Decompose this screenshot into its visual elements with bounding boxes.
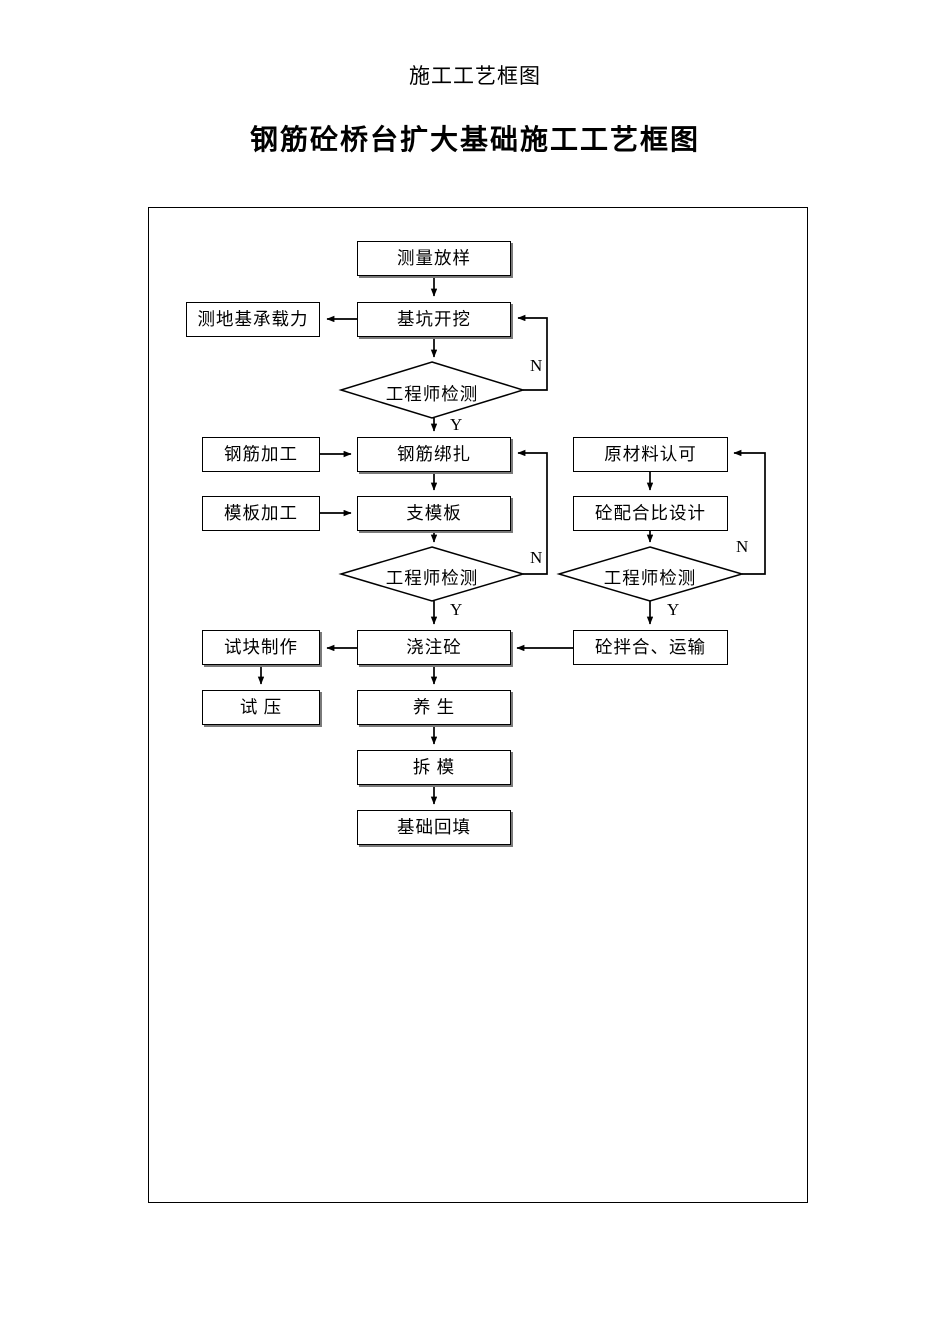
node-curing[interactable]: 养 生 <box>357 690 511 725</box>
node-concrete-pouring[interactable]: 浇注砼 <box>357 630 511 665</box>
node-concrete-mix-design[interactable]: 砼配合比设计 <box>573 496 728 531</box>
branch-label-no-top: N <box>530 356 543 375</box>
decision-label-engineer-inspection-1: 工程师检测 <box>385 384 479 404</box>
decision-label-engineer-inspection-3: 工程师检测 <box>603 568 697 588</box>
node-raw-material-approval[interactable]: 原材料认可 <box>573 437 728 472</box>
node-concrete-mixing-transport[interactable]: 砼拌合、运输 <box>573 630 728 665</box>
node-test-block-making[interactable]: 试块制作 <box>202 630 320 665</box>
node-formwork-removal[interactable]: 拆 模 <box>357 750 511 785</box>
node-foundation-backfill[interactable]: 基础回填 <box>357 810 511 845</box>
node-measurement-setout[interactable]: 测量放样 <box>357 241 511 276</box>
branch-label-no-right: N <box>736 537 749 556</box>
node-measure-bearing-capacity[interactable]: 测地基承载力 <box>186 302 320 337</box>
branch-label-no-mid: N <box>530 548 543 567</box>
node-compression-test[interactable]: 试 压 <box>202 690 320 725</box>
branch-label-yes-mid: Y <box>450 600 463 619</box>
node-rebar-binding[interactable]: 钢筋绑扎 <box>357 437 511 472</box>
node-foundation-pit-excavation[interactable]: 基坑开挖 <box>357 302 511 337</box>
branch-label-yes-top: Y <box>450 415 463 434</box>
decision-label-engineer-inspection-2: 工程师检测 <box>385 568 479 588</box>
node-formwork-support[interactable]: 支模板 <box>357 496 511 531</box>
branch-label-yes-right: Y <box>667 600 680 619</box>
node-rebar-processing[interactable]: 钢筋加工 <box>202 437 320 472</box>
page-subtitle: 施工工艺框图 <box>409 64 541 88</box>
node-formwork-processing[interactable]: 模板加工 <box>202 496 320 531</box>
page-title: 钢筋砼桥台扩大基础施工工艺框图 <box>249 125 700 156</box>
